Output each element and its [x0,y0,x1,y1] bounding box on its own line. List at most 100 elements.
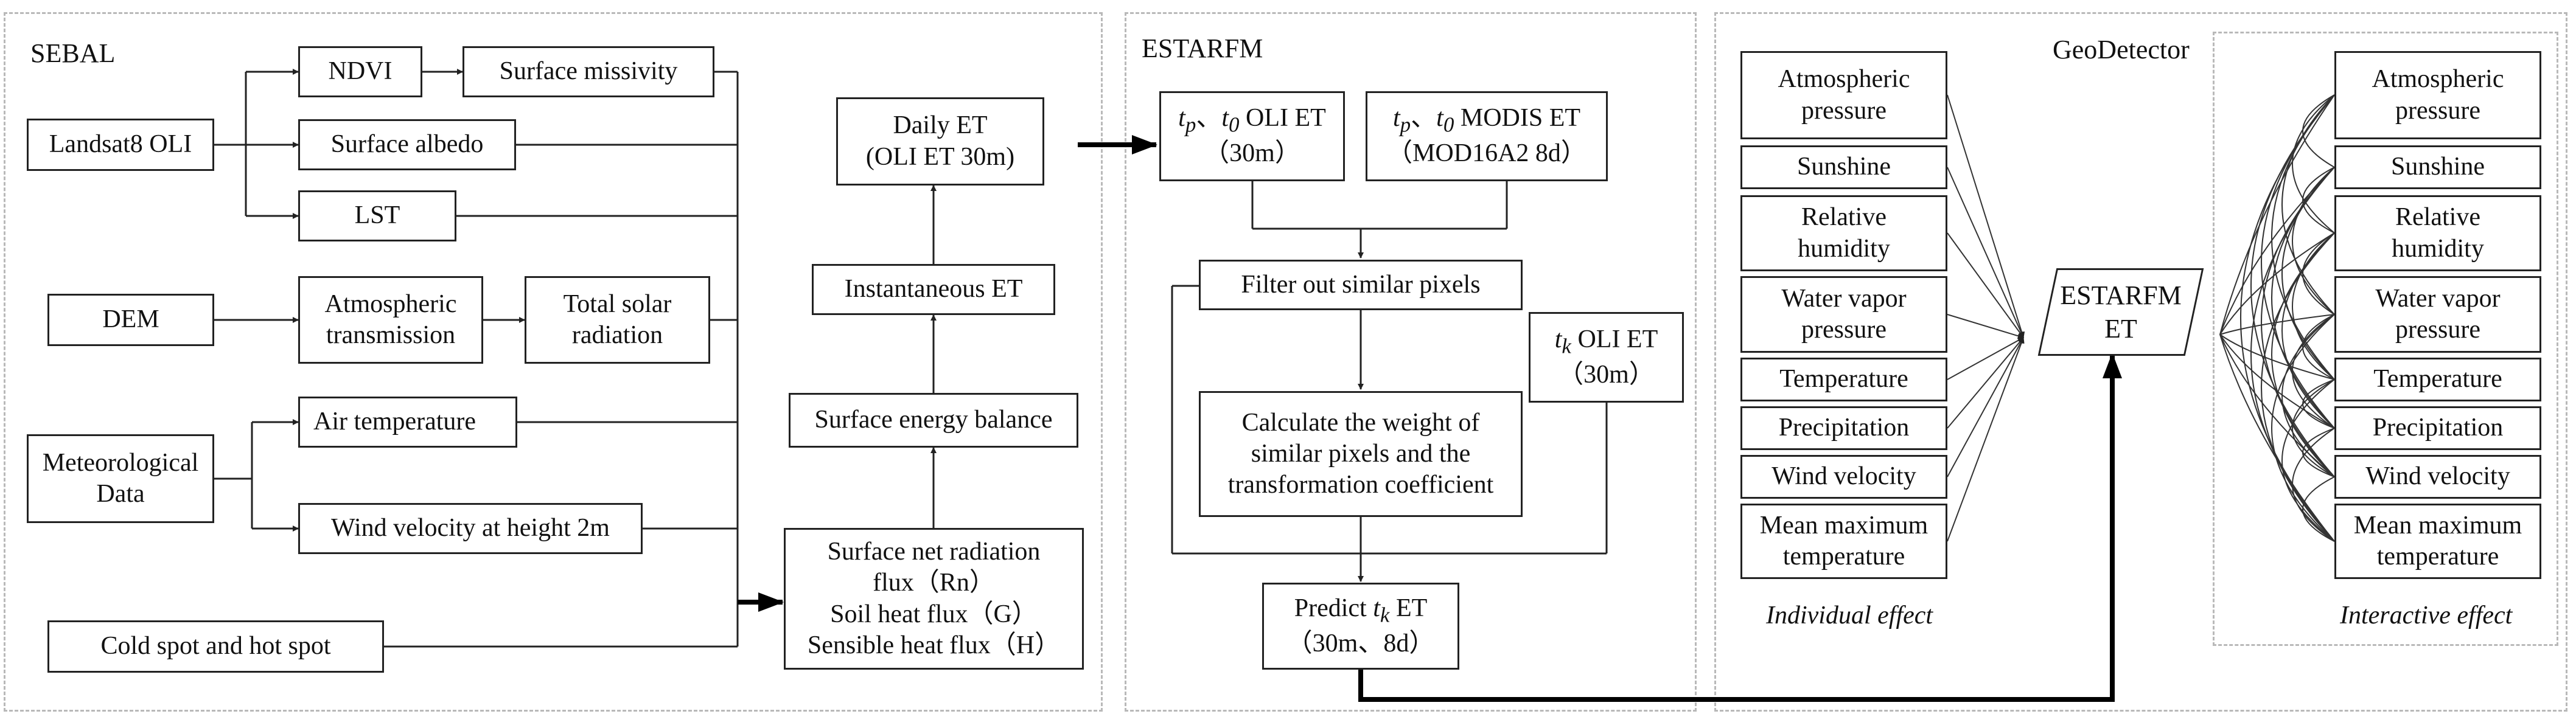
interaction-link [2281,379,2335,542]
wind-velocity-box: Wind velocity at height 2m [298,503,643,554]
oli-et-tp-t0-box: tp、t0 OLI ET （30m） [1159,91,1345,181]
atmospheric-transmission-line1: Atmospheric [324,290,457,318]
oli-separator: 、 [1196,104,1222,133]
individual-effect-link [1947,232,2024,338]
tk-symbol: t [1554,325,1562,353]
individual-factor-box: Wind velocity [1740,455,1947,499]
individual-factor-line1: Water vapor [1781,284,1907,313]
surface-albedo-box: Surface albedo [298,119,516,170]
interactive-factor-line2: pressure [2395,96,2480,125]
interactive-factor-line1: Relative [2395,203,2480,232]
oli-tp-symbol: t [1178,104,1185,133]
interaction-link [2302,314,2335,380]
individual-effect-caption: Individual effect [1766,602,1933,630]
individual-factor-line1: Mean maximum [1759,511,1929,539]
interactive-factor-line1: Mean maximum [2353,511,2522,539]
instantaneous-et-box: Instantaneous ET [812,264,1055,315]
individual-factor-box: Water vapor pressure [1740,276,1947,353]
daily-et-line1: Daily ET [893,111,988,140]
atmospheric-transmission-box: Atmospheric transmission [298,276,483,364]
modis-tp-subscript: p [1400,113,1411,137]
individual-factor-line2: pressure [1801,316,1887,344]
oli-tp-subscript: p [1185,113,1196,137]
interaction-link [2271,232,2335,477]
predict-suffix: ET [1389,594,1428,622]
interaction-link [2219,314,2335,335]
landsat8-oli-box: Landsat8 OLI [27,119,214,171]
interaction-link [2302,428,2335,477]
predict-prefix: Predict [1294,594,1374,622]
meteorological-data-line2: Data [96,480,145,508]
individual-factor-line1: Relative [1801,203,1887,232]
geodetector-panel [1714,12,2567,712]
interaction-link [2219,94,2335,335]
sebal-panel [4,12,1103,712]
flux-box: Surface net radiation flux（Rn） Soil heat… [784,528,1084,670]
interactive-effect-caption: Interactive effect [2340,602,2513,630]
interaction-link [2302,94,2335,168]
interactive-factor-box: Precipitation [2334,406,2541,450]
weight-calculation-line1: Calculate the weight of [1241,408,1480,437]
oli-et-tk-box: tk OLI ET （30m） [1529,312,1684,403]
oli-et-tp-t0-line1: tp、t0 OLI ET [1178,103,1326,138]
weight-calculation-line3: transformation coefficient [1227,471,1494,499]
total-solar-radiation-line2: radiation [571,321,663,349]
flux-line3: Soil heat flux（G） [830,600,1038,628]
interactive-factor-line2: humidity [2392,234,2484,263]
oli-et-tk-line2: （30m） [1558,360,1655,389]
interaction-link [2250,167,2335,542]
oli-t0-subscript: 0 [1229,113,1240,137]
individual-effect-link [1947,337,2025,542]
meteorological-data-line1: Meteorological [42,448,199,477]
interaction-link [2292,428,2335,542]
oli-et-tk-line1: tk OLI ET [1555,324,1658,359]
interactive-factor-line2: pressure [2395,316,2480,344]
estarfm-et-text: ESTARFM ET [2047,268,2194,356]
interaction-link [2219,334,2335,380]
interactive-factor-line1: Precipitation [2372,414,2504,442]
predict-tk-subscript: k [1380,603,1390,627]
surface-albedo-label: Surface albedo [330,130,484,159]
cold-hot-spot-label: Cold spot and hot spot [100,632,331,661]
interaction-link [2292,379,2335,477]
interaction-link [2271,314,2335,542]
air-temperature-box: Air temperature [298,397,517,448]
oli-et-label: OLI ET [1239,104,1326,133]
estarfm-title: ESTARFM [1142,33,1263,63]
interaction-link [2219,334,2335,477]
interactive-factor-box: Sunshine [2334,145,2541,189]
interaction-link [2292,94,2335,234]
individual-effect-link [1947,167,2024,338]
modis-separator: 、 [1411,104,1437,133]
geodetector-title: GeoDetector [2053,35,2190,64]
interaction-link [2261,167,2335,477]
modis-et-tp-t0-box: tp、t0 MODIS ET （MOD16A2 8d） [1366,91,1608,181]
estarfm-et-line1: ESTARFM [2060,280,2182,310]
surface-emissivity-label: Surface missivity [499,57,678,86]
lst-label: LST [354,201,400,230]
predict-tk-symbol: t [1373,594,1380,622]
predict-tk-et-box: Predict tk ET （30m、8d） [1262,583,1459,670]
modis-et-tp-t0-line2: （MOD16A2 8d） [1387,139,1586,168]
flux-line1: Surface net radiation [827,538,1041,566]
tk-subscript: k [1562,334,1571,358]
daily-et-line2: (OLI ET 30m) [865,142,1015,171]
surface-energy-balance-box: Surface energy balance [789,393,1078,448]
cold-hot-spot-box: Cold spot and hot spot [47,620,384,673]
interaction-link [2219,167,2335,335]
individual-factor-line2: temperature [1782,543,1905,571]
oli-et-tk-label: OLI ET [1571,325,1658,353]
dem-label: DEM [102,305,159,334]
individual-effect-link [1947,337,2024,380]
individual-factor-line1: Atmospheric [1778,65,1910,94]
flux-line4: Sensible heat flux（H） [807,631,1061,659]
predict-tk-et-line2: （30m、8d） [1286,629,1435,657]
surface-emissivity-box: Surface missivity [462,46,714,97]
flux-line2: flux（Rn） [873,569,995,597]
ndvi-box: NDVI [298,46,422,97]
estarfm-et-line2: ET [2104,314,2137,344]
